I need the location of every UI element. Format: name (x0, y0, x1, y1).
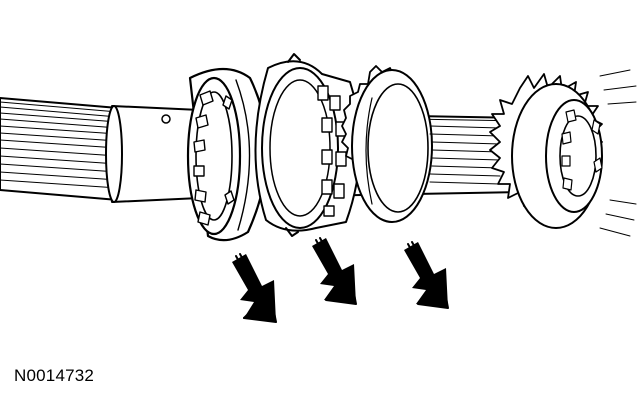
figure-code: N0014732 (14, 366, 95, 385)
synchronizer-cone-ring (341, 65, 433, 223)
arrow-shape-2 (312, 238, 356, 304)
gear (489, 69, 637, 237)
arrow-shape-3 (404, 242, 448, 308)
arrow-shape-1 (232, 254, 276, 322)
shaft-spline-section (429, 125, 501, 185)
synchronizer-blocking-ring (254, 53, 362, 237)
